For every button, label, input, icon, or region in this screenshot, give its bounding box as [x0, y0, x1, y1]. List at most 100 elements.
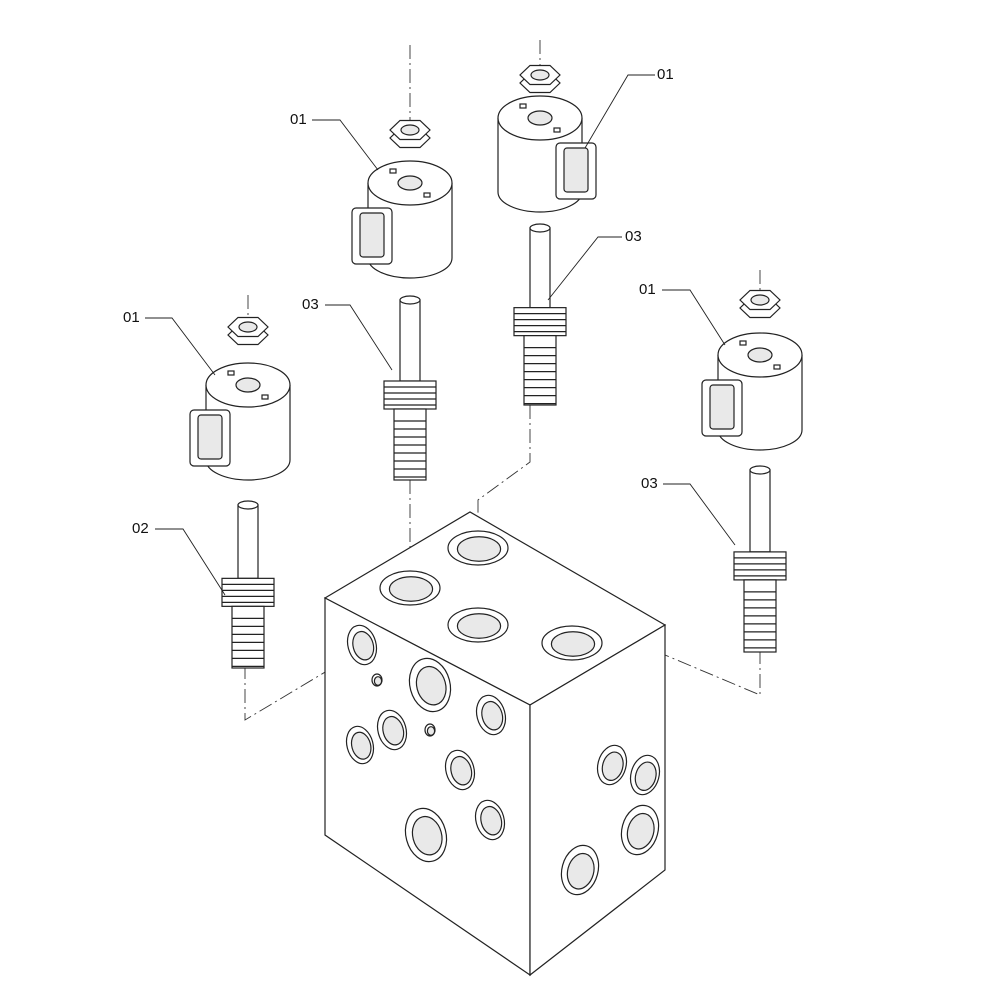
cartridge-tip	[749, 465, 771, 475]
front-port	[346, 624, 378, 666]
cartridge	[383, 295, 437, 481]
port-inner	[456, 613, 502, 639]
valve-assembly-center-right	[497, 64, 597, 406]
cartridge-hex	[733, 551, 787, 581]
solenoid-coil	[351, 160, 453, 279]
leader-line	[662, 289, 726, 346]
front-port	[345, 725, 375, 765]
front-port	[404, 807, 448, 863]
leader-line	[547, 236, 622, 301]
coil-bore	[235, 377, 261, 393]
nut-hole	[238, 321, 258, 333]
nut-hole	[750, 294, 770, 306]
callout-label-coil-center-left: 01	[290, 111, 307, 128]
coil-tab	[739, 340, 747, 346]
coil-tab	[423, 192, 431, 198]
leader-line	[155, 528, 226, 596]
cartridge	[513, 223, 567, 406]
cartridge-tube	[529, 227, 551, 309]
solenoid-coil	[497, 95, 597, 213]
callout-label-cartridge-right: 03	[641, 475, 658, 492]
cartridge-hex	[383, 380, 437, 410]
port-inner	[480, 805, 503, 836]
side-port	[596, 744, 628, 786]
port-inner	[450, 755, 473, 786]
cartridge-body	[231, 605, 265, 669]
port-inner	[481, 700, 504, 731]
top-port	[447, 607, 509, 643]
solenoid-coil	[701, 332, 803, 451]
top-port	[379, 570, 441, 606]
front-port	[444, 749, 476, 791]
port-inner	[373, 676, 383, 686]
port-inner	[426, 726, 436, 736]
callout-label-cartridge-center-left: 03	[302, 296, 319, 313]
leader-line	[663, 483, 736, 546]
leader-line	[584, 74, 655, 149]
front-port	[376, 709, 408, 751]
cartridge-tip	[399, 295, 421, 305]
coil-tab	[553, 127, 561, 133]
centerline	[664, 650, 761, 696]
coil-bore	[397, 175, 423, 191]
nut-hole	[530, 69, 550, 81]
cartridge-tube	[237, 504, 259, 579]
cartridge-tube	[749, 469, 771, 553]
valve-assembly-center-left	[351, 119, 453, 481]
cartridge-tip	[529, 223, 551, 233]
cartridge-tip	[237, 500, 259, 510]
port-inner	[456, 536, 502, 562]
nut	[389, 119, 431, 149]
coil-tab	[773, 364, 781, 370]
port-inner	[411, 815, 443, 856]
port-inner	[352, 630, 375, 661]
valve-assembly-left	[189, 316, 291, 669]
nut-hole	[400, 124, 420, 136]
coil-tab	[389, 168, 397, 174]
side-port	[620, 804, 660, 856]
callout-label-cartridge-left: 02	[132, 520, 149, 537]
cartridge-hex	[221, 577, 275, 607]
nut	[227, 316, 269, 346]
callout-label-cartridge-center-right: 03	[625, 228, 642, 245]
callout-label-coil-center-right: 01	[657, 66, 674, 83]
port-inner	[550, 631, 596, 657]
side-port	[560, 844, 600, 896]
front-port	[371, 673, 383, 687]
front-port	[408, 657, 452, 713]
callout-label-coil-right: 01	[639, 281, 656, 298]
port-inner	[626, 812, 655, 850]
front-port	[475, 694, 507, 736]
top-port	[447, 530, 509, 566]
side-port	[629, 754, 661, 796]
leader-line	[145, 317, 216, 376]
front-port	[424, 723, 436, 737]
coil-tab	[227, 370, 235, 376]
coil-bore	[747, 347, 773, 363]
coil-tab	[261, 394, 269, 400]
valve-assembly-right	[701, 289, 803, 653]
nut	[519, 64, 561, 94]
manifold-block	[323, 511, 667, 977]
connector-socket	[197, 414, 223, 460]
port-inner	[566, 852, 595, 890]
nut	[739, 289, 781, 319]
block-side-face	[529, 623, 666, 977]
coil-tab	[519, 103, 527, 109]
leader-line	[325, 304, 393, 371]
centerline	[244, 649, 363, 721]
connector-socket	[709, 384, 735, 430]
cartridge	[733, 465, 787, 653]
callout-label-coil-left: 01	[123, 309, 140, 326]
leader-lines	[145, 74, 736, 596]
port-inner	[601, 751, 624, 781]
leader-line	[312, 119, 379, 171]
port-inner	[388, 576, 434, 602]
solenoid-coil	[189, 362, 291, 481]
port-inner	[350, 731, 372, 760]
port-inner	[415, 665, 447, 706]
port-inner	[382, 715, 405, 746]
top-port	[541, 625, 603, 661]
